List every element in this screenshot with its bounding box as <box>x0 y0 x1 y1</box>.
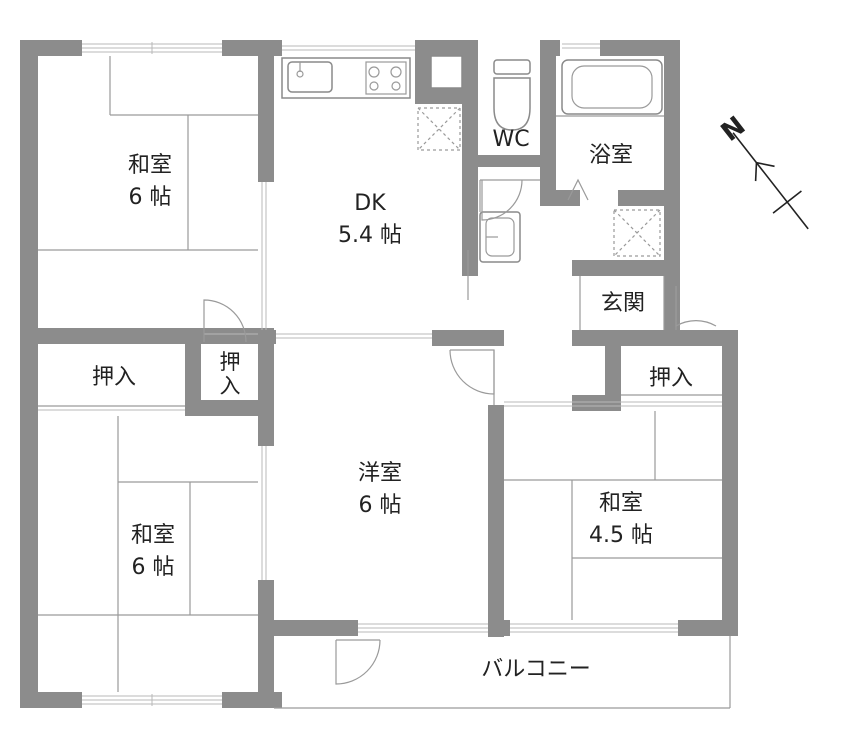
washbasin <box>479 179 540 263</box>
room-label-balcony: バルコニー <box>481 654 591 686</box>
room-label-washitsu-se: 和室 4.5 帖 <box>589 488 653 552</box>
room-label-oshiire-small: 押 入 <box>220 350 241 398</box>
room-name: WC <box>492 127 530 153</box>
room-size: 6 帖 <box>358 493 402 518</box>
room-name: 押入 <box>91 365 137 391</box>
tatami-lines <box>38 56 731 709</box>
room-label-yoshitsu: 洋室 6 帖 <box>358 458 402 522</box>
toilet <box>493 59 531 131</box>
room-label-washitsu-sw: 和室 6 帖 <box>131 520 175 584</box>
room-name-top: 押 <box>219 349 241 374</box>
room-size: 6 帖 <box>131 555 175 580</box>
room-label-washitsu-nw: 和室 6 帖 <box>128 150 172 214</box>
north-arrow <box>732 132 809 230</box>
room-label-dk: DK 5.4 帖 <box>338 188 402 252</box>
room-label-wc: WC <box>492 124 529 156</box>
room-size: 6 帖 <box>128 185 172 210</box>
room-label-genkan: 玄関 <box>601 288 645 320</box>
room-name: 和室 <box>127 153 173 179</box>
room-label-oshiire-w: 押入 <box>92 362 136 394</box>
room-name: 和室 <box>130 523 176 549</box>
kitchen-counter <box>281 57 411 99</box>
room-name: バルコニー <box>481 657 591 683</box>
refrigerator-space <box>417 55 463 151</box>
windows <box>38 42 722 706</box>
room-name: 洋室 <box>357 461 403 487</box>
walls <box>20 40 738 708</box>
room-name: 浴室 <box>588 143 634 169</box>
doors <box>203 179 717 685</box>
room-label-bath: 浴室 <box>589 140 633 172</box>
room-name: DK <box>354 191 386 217</box>
room-name-bottom: 入 <box>219 374 241 398</box>
bathtub <box>556 59 664 117</box>
room-size: 5.4 帖 <box>338 223 402 248</box>
room-name: 押入 <box>648 366 694 392</box>
room-name: 玄関 <box>600 291 646 317</box>
room-label-oshiire-e: 押入 <box>649 363 693 395</box>
room-size: 4.5 帖 <box>589 523 653 548</box>
washer-space <box>567 178 661 257</box>
room-name: 和室 <box>598 491 644 517</box>
